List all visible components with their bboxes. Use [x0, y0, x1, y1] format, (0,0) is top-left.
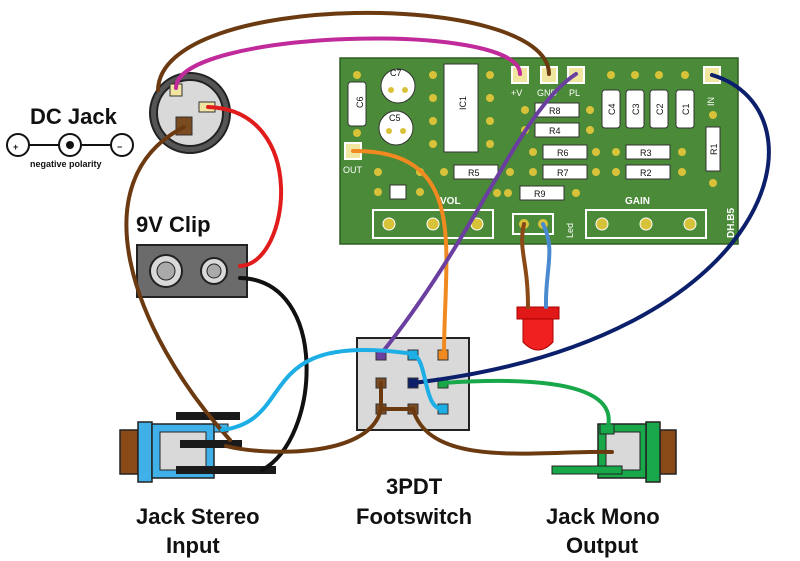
dc-jack	[149, 72, 231, 154]
wire-brown-fs-to-input	[224, 407, 383, 454]
wire-magenta	[174, 36, 522, 90]
wires	[124, 10, 771, 472]
pcb-board-id: DH.B5	[726, 208, 737, 238]
capacitor-c4: C4	[601, 71, 621, 129]
svg-text:R9: R9	[534, 189, 546, 199]
stereo-jack-label-line2: Input	[166, 533, 220, 558]
resistor-r9: R9	[504, 185, 580, 201]
chip-ic1: IC1	[429, 63, 494, 153]
footswitch-label-line2: Footswitch	[356, 504, 472, 529]
resistor-r1: R1	[705, 111, 721, 187]
clip-label: 9V Clip	[136, 212, 211, 237]
resistor-r7: R7	[529, 164, 600, 180]
capacitor-c6: C6	[347, 71, 367, 137]
wire-green	[441, 378, 611, 432]
capacitor-c5: C5	[378, 110, 414, 146]
pcb-label-v: +V	[511, 88, 522, 98]
mono-output-jack	[551, 421, 677, 483]
svg-text:C3: C3	[631, 103, 641, 115]
wire-brown-dc-to-input	[124, 125, 232, 442]
svg-text:C6: C6	[355, 96, 365, 108]
svg-text:R5: R5	[468, 168, 480, 178]
wire-led-blue	[541, 222, 552, 309]
pcb-label-gnd: GND	[537, 88, 558, 98]
battery-clip	[136, 244, 248, 298]
pcb-label-out: OUT	[343, 165, 363, 175]
resistor-r4: R4	[521, 122, 594, 138]
mono-jack-label-line1: Jack Mono	[546, 504, 660, 529]
pot-gain: GAIN	[585, 196, 707, 239]
capacitor-c1: C1	[675, 71, 695, 129]
resistor-r3: R3	[612, 144, 686, 160]
footswitch-label-line1: 3PDT	[386, 474, 443, 499]
wire-black	[238, 276, 309, 472]
svg-text:R4: R4	[549, 126, 561, 136]
svg-text:C7: C7	[390, 68, 402, 78]
svg-text:IC1: IC1	[458, 96, 468, 110]
svg-text:R8: R8	[549, 106, 561, 116]
pcb-label-pl: PL	[569, 88, 580, 98]
svg-text:R7: R7	[557, 168, 569, 178]
dc-jack-label: DC Jack	[30, 104, 118, 129]
polarity-label: negative polarity	[30, 159, 102, 169]
minus-icon: −	[117, 142, 122, 152]
svg-text:R3: R3	[640, 148, 652, 158]
polarity-symbol: + −	[6, 133, 134, 157]
wire-brown-gnd	[156, 10, 551, 92]
pcb-label-gain: GAIN	[625, 196, 650, 207]
svg-text:C4: C4	[607, 103, 617, 115]
pot-vol: VOL	[372, 196, 494, 239]
capacitor-c7: C7	[380, 68, 416, 104]
wire-led-brown	[520, 222, 530, 309]
stereo-input-jack	[119, 412, 276, 483]
led	[516, 306, 560, 351]
wire-cyan-jumper	[411, 352, 445, 412]
wire-red	[206, 105, 283, 268]
svg-text:C5: C5	[389, 113, 401, 123]
resistor-r8: R8	[521, 102, 594, 118]
wire-brown-fs-to-output	[411, 407, 614, 456]
capacitor-c2: C2	[649, 71, 669, 129]
stereo-jack-label-line1: Jack Stereo	[136, 504, 260, 529]
plus-icon: +	[13, 142, 18, 152]
wire-purple	[379, 72, 578, 356]
pcb-board: +V GND PL IN OUT C6 C7 C5	[339, 57, 739, 245]
resistor-r2: R2	[612, 164, 686, 180]
capacitor-c3: C3	[625, 71, 645, 129]
mono-jack-label-line2: Output	[566, 533, 639, 558]
svg-text:R1: R1	[709, 143, 719, 155]
resistor-r6: R6	[529, 144, 600, 160]
wire-navy	[411, 73, 771, 385]
svg-text:C1: C1	[681, 103, 691, 115]
pcb-label-vol: VOL	[440, 196, 461, 207]
wire-orange	[351, 148, 449, 356]
pcb-label-led: Led	[565, 223, 575, 238]
svg-text:R6: R6	[557, 148, 569, 158]
svg-text:R2: R2	[640, 168, 652, 178]
svg-text:C2: C2	[655, 103, 665, 115]
pcb-label-in: IN	[706, 97, 716, 106]
wire-cyan	[220, 347, 415, 432]
